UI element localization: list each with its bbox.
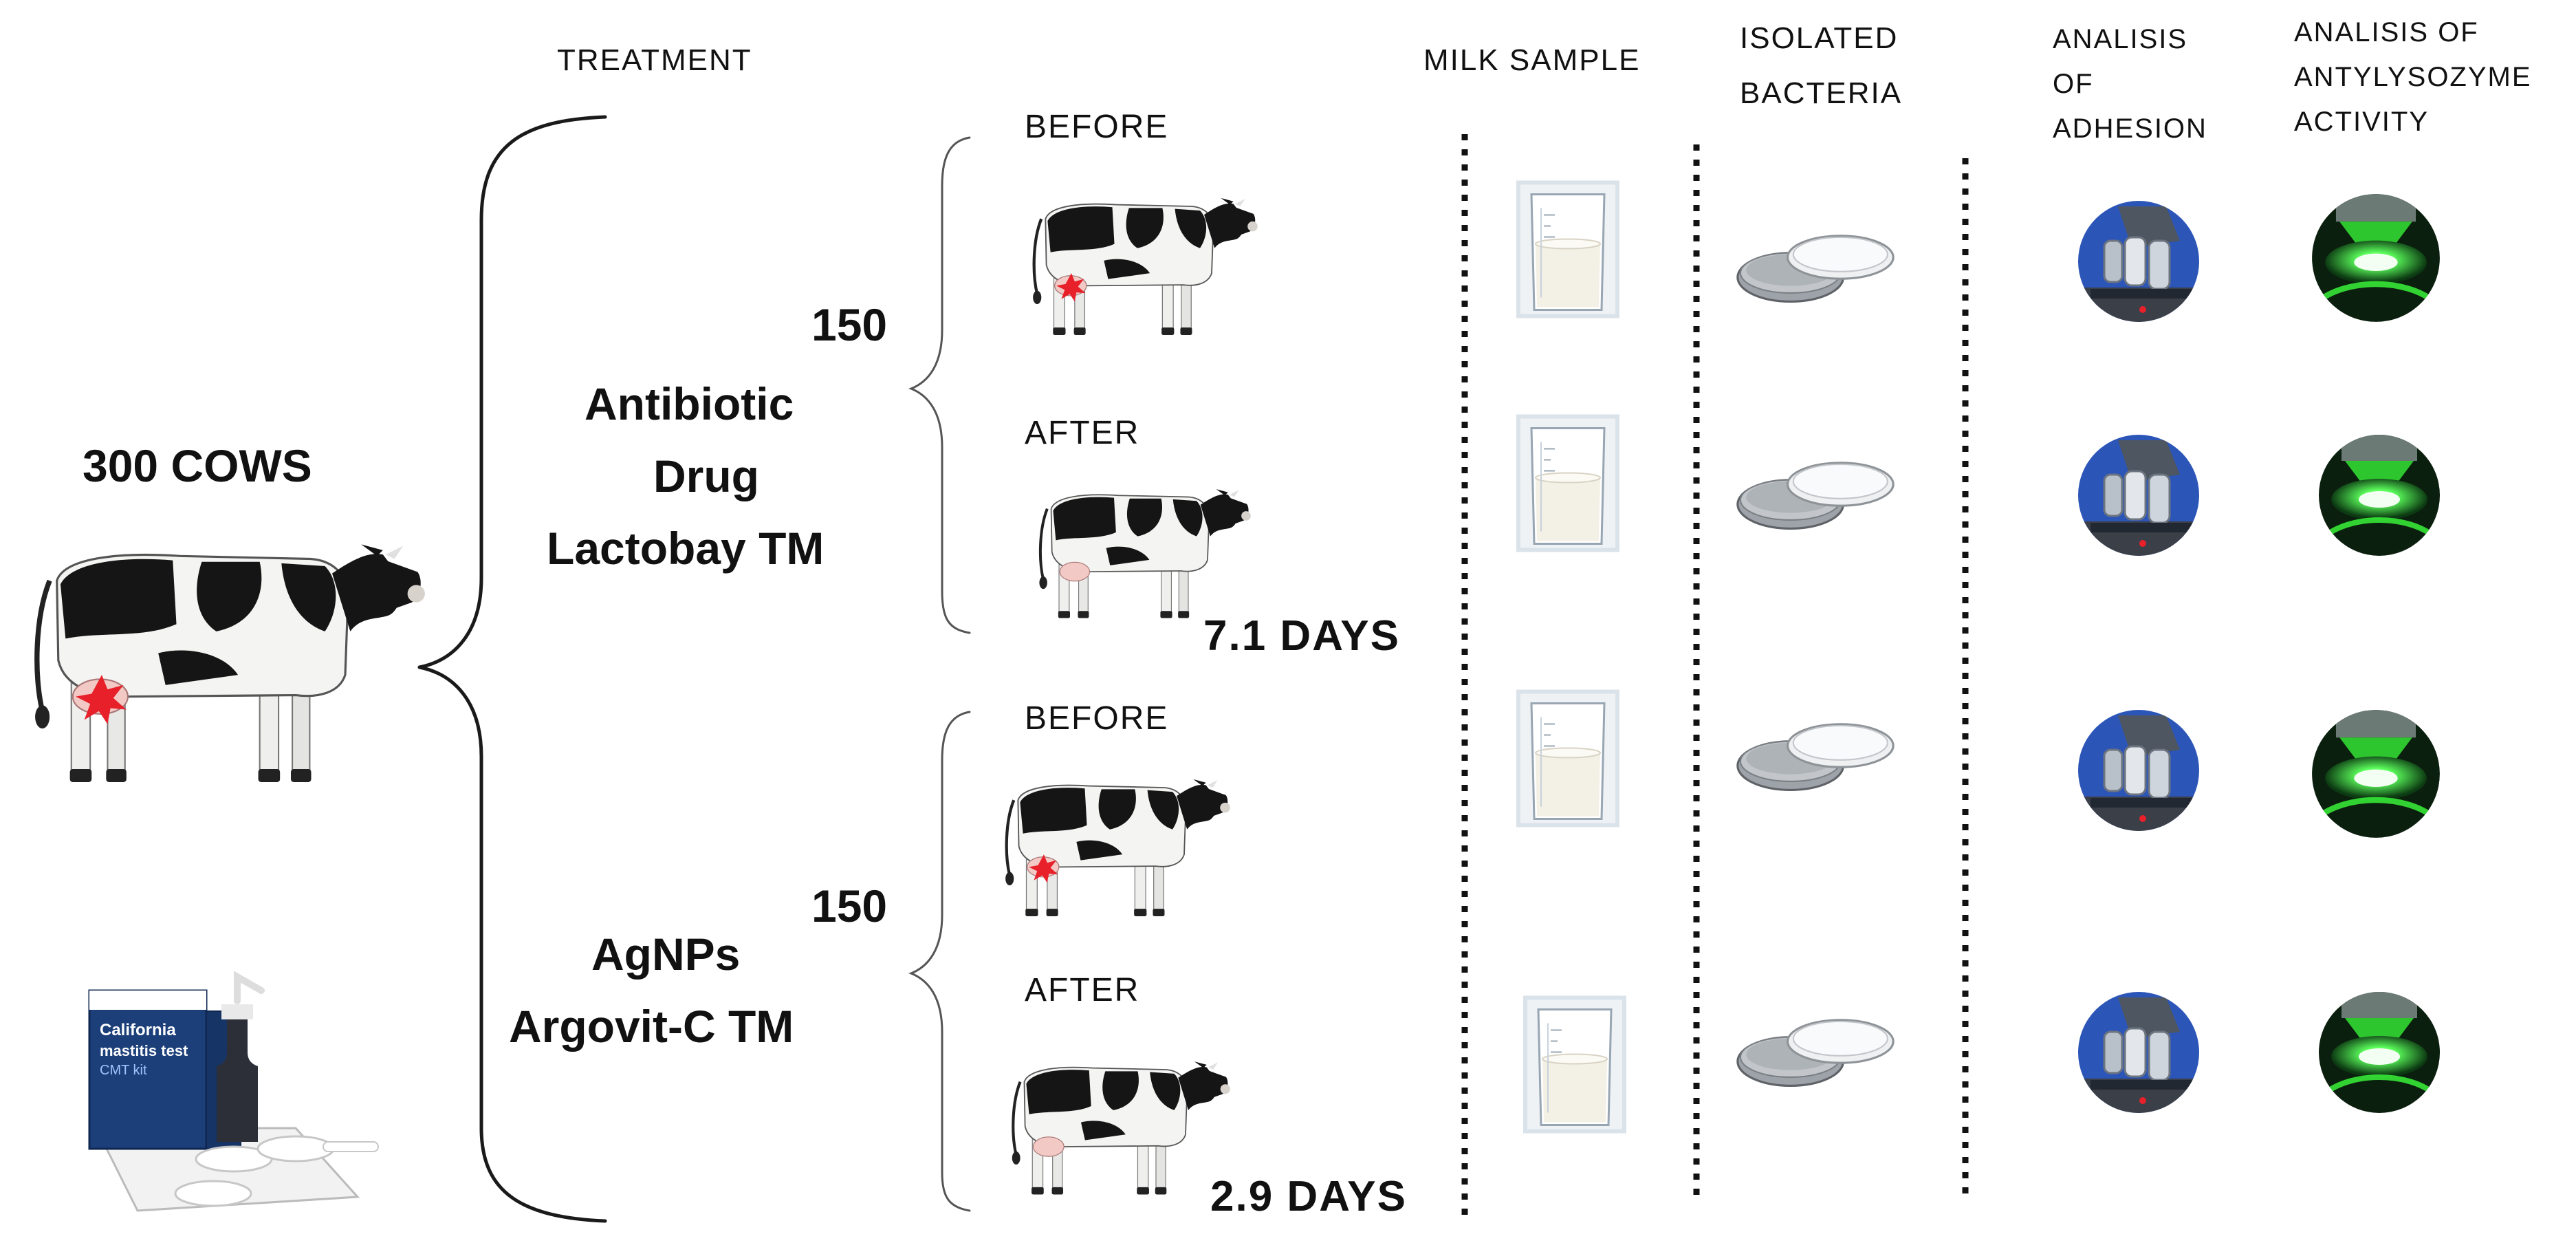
laser-icon (2311, 193, 2441, 323)
petri-dish-icon (1736, 723, 1895, 791)
group2-brace (908, 711, 971, 1212)
main-split-brace (417, 115, 607, 1223)
microscope-icon (2077, 709, 2201, 832)
kit-label-line2: mastitis test (100, 1042, 188, 1059)
header-antilysozyme-line3: ACTIVITY (2294, 107, 2429, 137)
header-adhesion-line2: OF (2053, 69, 2094, 99)
laser-icon (2317, 991, 2441, 1114)
header-treatment: TREATMENT (557, 43, 752, 77)
header-milk-sample: MILK SAMPLE (1423, 43, 1640, 77)
group1-brace (908, 136, 971, 634)
header-adhesion-line3: ADHESION (2053, 113, 2207, 144)
group2-count: 150 (811, 880, 887, 931)
header-antilysozyme-line1: ANALISIS OF (2294, 17, 2479, 47)
herd-cow-icon (35, 544, 425, 782)
petri-dish-icon (1736, 235, 1895, 303)
kit-label-line3: CMT kit (100, 1063, 147, 1078)
microscope-icon (2077, 433, 2201, 557)
group2-treatment-line2: Argovit-C TM (509, 1001, 794, 1052)
microscope-icon (2077, 991, 2201, 1114)
header-isolated-bacteria-line1: ISOLATED (1740, 21, 1898, 55)
herd-label: 300 COWS (83, 440, 312, 491)
group1-treatment-line3: Lactobay TM (547, 523, 824, 574)
group1-before-cow-icon (1033, 198, 1258, 335)
group2-before-label: BEFORE (1025, 700, 1168, 737)
kit-label-line1: California (100, 1021, 176, 1039)
header-adhesion-line1: ANALISIS (2053, 24, 2187, 54)
group2-after-label: AFTER (1025, 972, 1139, 1008)
petri-dish-icon (1736, 462, 1895, 530)
group1-count: 150 (811, 299, 887, 350)
group2-duration: 2.9 DAYS (1210, 1173, 1407, 1220)
milk-sample-icon (1516, 179, 1619, 320)
microscope-icon (2077, 199, 2201, 323)
petri-dish-icon (1736, 1019, 1895, 1087)
laser-icon (2311, 709, 2441, 839)
header-antilysozyme-line2: ANTYLYSOZYME (2294, 62, 2532, 92)
group2-treatment-line1: AgNPs (591, 929, 740, 980)
mastitis-test-kit-icon: California mastitis test CMT kit (88, 971, 379, 1212)
group2-after-cow-icon (1012, 1061, 1230, 1194)
group1-duration: 7.1 DAYS (1203, 612, 1400, 660)
group1-after-cow-icon (1039, 489, 1250, 618)
milk-sample-icon (1516, 413, 1619, 554)
group2-before-cow-icon (1005, 779, 1230, 916)
group1-treatment-line2: Drug (653, 451, 759, 501)
milk-sample-icon (1516, 688, 1619, 829)
group1-before-label: BEFORE (1025, 109, 1168, 145)
header-isolated-bacteria-line2: BACTERIA (1740, 76, 1902, 110)
laser-icon (2317, 433, 2441, 557)
group1-after-label: AFTER (1025, 415, 1139, 451)
group1-treatment-line1: Antibiotic (585, 378, 794, 429)
milk-sample-icon (1523, 994, 1626, 1135)
